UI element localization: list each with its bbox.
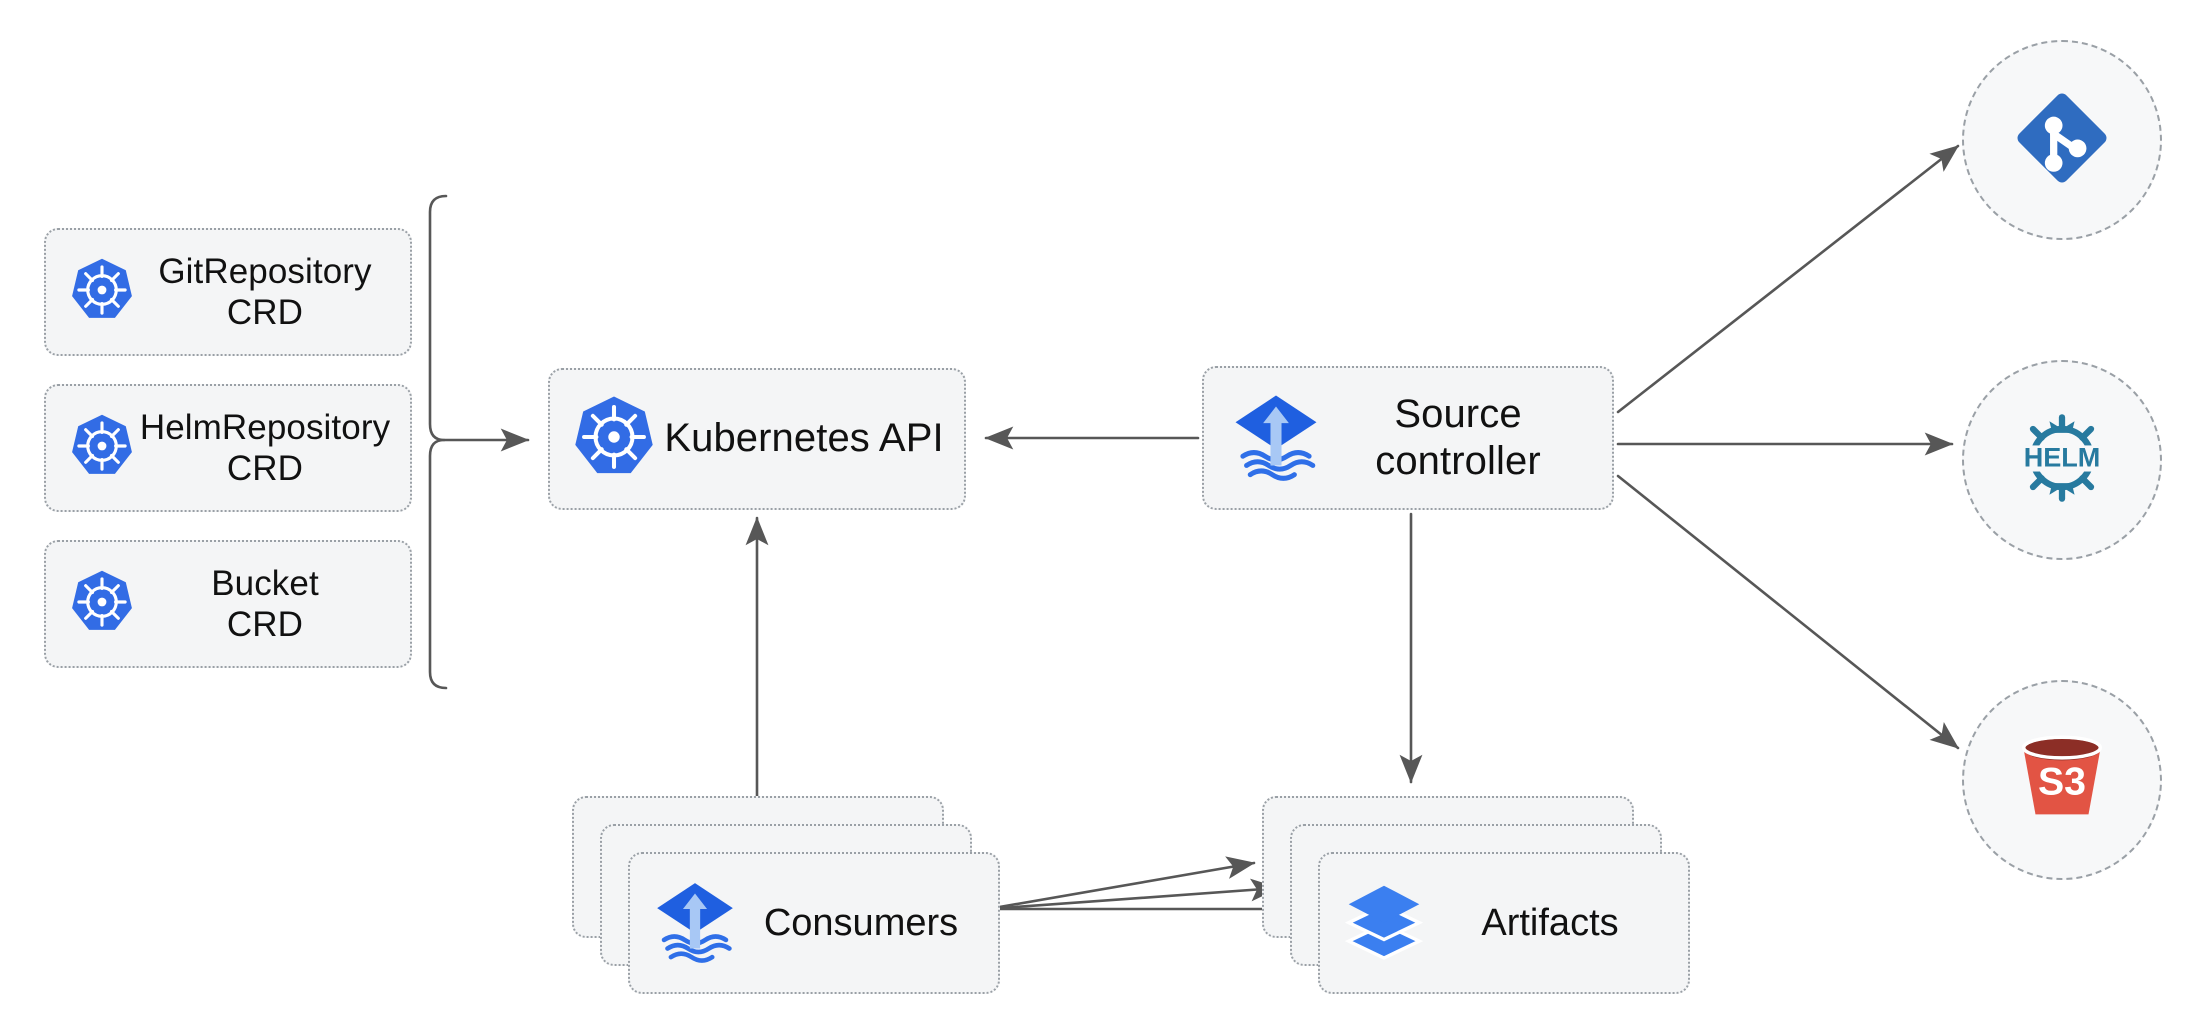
flux-icon — [652, 876, 738, 971]
node-artifacts[interactable]: Artifacts — [1262, 796, 1702, 1006]
flux-icon — [1230, 388, 1322, 489]
crd-box-helmrepository[interactable]: HelmRepository CRD — [44, 384, 412, 512]
consumers-sheet-front[interactable]: Consumers — [628, 852, 1000, 994]
node-consumers[interactable]: Consumers — [572, 796, 1012, 1006]
s3-bucket-icon: S3 — [2008, 724, 2116, 837]
artifacts-sheet-front[interactable]: Artifacts — [1318, 852, 1690, 994]
node-source-controller[interactable]: Source controller — [1202, 366, 1614, 510]
edge-source-to-s3 — [1616, 474, 1960, 750]
crd-box-bucket[interactable]: Bucket CRD — [44, 540, 412, 668]
node-label: Source controller — [1375, 391, 1541, 483]
kubernetes-icon — [68, 256, 136, 329]
node-label: Kubernetes API — [664, 416, 944, 461]
layers-icon — [1342, 879, 1426, 968]
edge-consumers-to-artifacts-2 — [986, 878, 1280, 911]
crd-label: GitRepository CRD — [158, 251, 372, 332]
helm-wordmark: HELM — [2024, 442, 2101, 472]
external-source-s3[interactable]: S3 — [1962, 680, 2162, 880]
node-kubernetes-api[interactable]: Kubernetes API — [548, 368, 966, 510]
edge-consumers-to-artifacts-1 — [986, 856, 1256, 911]
s3-wordmark: S3 — [2038, 759, 2086, 803]
git-icon — [2010, 86, 2114, 195]
crd-label: Bucket CRD — [211, 563, 319, 644]
kubernetes-icon — [68, 412, 136, 485]
node-label: Consumers — [763, 901, 959, 944]
edge-source-to-git — [1616, 144, 1960, 414]
node-label: Artifacts — [1481, 901, 1619, 944]
kubernetes-icon — [570, 393, 658, 486]
kubernetes-icon — [68, 568, 136, 641]
crd-box-gitrepository[interactable]: GitRepository CRD — [44, 228, 412, 356]
crd-label: HelmRepository CRD — [139, 407, 391, 488]
external-source-helm[interactable]: HELM — [1962, 360, 2162, 560]
helm-icon: HELM — [2004, 400, 2120, 521]
crd-group-brace — [428, 194, 448, 690]
external-source-git[interactable] — [1962, 40, 2162, 240]
